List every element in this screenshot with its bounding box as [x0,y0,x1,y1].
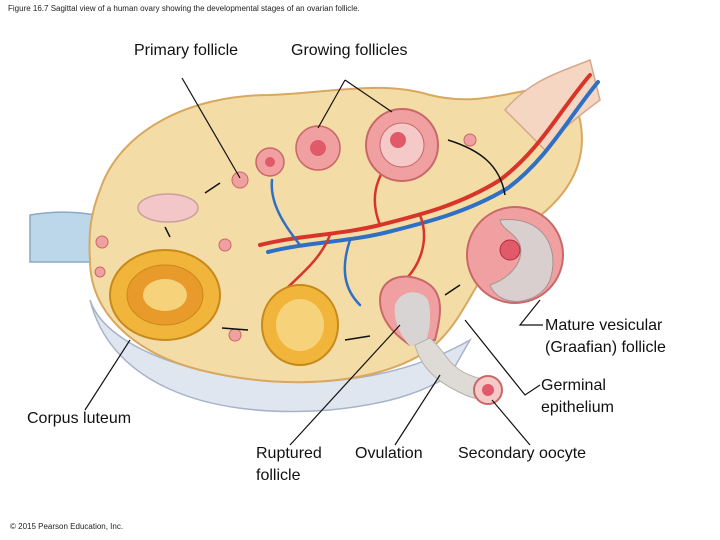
corpus-luteum-small [261,284,339,366]
leader-corpus-luteum [84,339,131,411]
label-ruptured-line-1: Ruptured [256,445,322,462]
label-germinal-epithelium: Germinal epithelium [541,375,614,419]
primary-follicles [94,133,477,342]
artery-branch-3 [403,213,426,282]
arrow-5 [221,327,249,331]
corpus-albicans [137,193,199,223]
leader-lines [84,77,543,446]
label-mature-line-1: Mature vesicular [545,317,663,334]
label-ovulation: Ovulation [355,445,423,462]
primary-follicle-1 [231,171,249,189]
label-corpus-luteum: Corpus luteum [27,410,132,427]
arrow-2 [447,139,506,196]
vein-branch-1 [343,238,362,307]
label-mature-follicle: Mature vesicular (Graafian) follicle [545,315,666,359]
primary-follicle-5 [463,133,477,147]
primary-follicle-4 [218,238,232,252]
leader-secondary-oocyte [491,399,531,446]
copyright-notice: © 2015 Pearson Education, Inc. [10,522,124,531]
growing-follicle-large [365,108,439,182]
mature-follicle [466,206,564,304]
growing-follicle-small [255,147,285,177]
figure-caption: Figure 16.7 Sagittal view of a human ova… [8,4,360,13]
leader-ovulation [394,374,441,446]
arrow-4 [344,335,371,341]
leader-mature [518,299,543,326]
vein-branch-2 [270,178,302,247]
primary-follicle-7 [228,328,242,342]
artery-main [258,73,592,247]
leader-germinal [464,319,541,396]
primary-follicle-3 [94,266,106,278]
arrow-6 [164,226,171,238]
corpus-luteum-large [109,249,221,341]
arrow-3 [444,284,461,296]
secondary-oocyte [473,375,503,405]
label-germinal-line-2: epithelium [541,399,614,416]
label-growing-follicles: Growing follicles [291,42,408,59]
label-primary-follicle: Primary follicle [134,42,239,59]
arrow-1 [204,182,221,194]
primary-follicle-2 [95,235,109,249]
leader-growing-1 [317,79,346,129]
label-ruptured-line-2: follicle [256,467,301,484]
growing-follicle-medium [295,125,341,171]
label-germinal-line-1: Germinal [541,377,606,394]
leader-primary-follicle [181,77,241,179]
label-mature-line-2: (Graafian) follicle [545,339,666,356]
leader-ruptured [289,324,401,446]
leader-growing-2 [344,79,393,113]
label-ruptured-follicle: Ruptured follicle [256,443,322,487]
label-secondary-oocyte: Secondary oocyte [458,445,587,462]
process-arrows [164,139,506,341]
ruptured-follicle [378,275,441,347]
